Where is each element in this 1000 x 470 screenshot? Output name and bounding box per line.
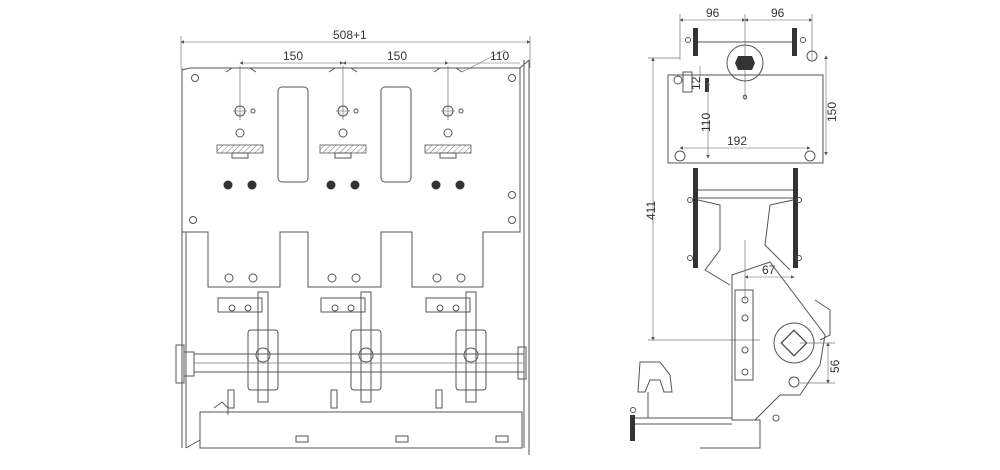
side-view: 96 96 12 110 xyxy=(630,6,842,449)
offset-label: 67 xyxy=(762,263,776,277)
overall-height-label: 411 xyxy=(644,201,658,220)
main-shaft xyxy=(175,344,527,384)
slot-left xyxy=(277,86,309,183)
edge-offset-label: 110 xyxy=(490,49,509,63)
front-main-plate xyxy=(181,67,521,288)
dim-overall-height: 411 xyxy=(644,57,760,341)
right-height-label: 150 xyxy=(825,102,839,122)
pole-spacing-right-label: 150 xyxy=(387,49,407,63)
height-small-label: 12 xyxy=(689,76,703,90)
side-lower-mechanism xyxy=(731,261,831,422)
side-rails xyxy=(687,168,802,286)
pole-3 xyxy=(424,66,487,409)
dim-overall-width: 508+1 xyxy=(180,28,531,68)
bottom-height-label: 56 xyxy=(828,359,842,373)
dim-bottom-height: 56 xyxy=(800,342,842,384)
dim-top-widths: 96 96 xyxy=(679,6,813,100)
pole-spacing-left-label: 150 xyxy=(283,49,303,63)
dim-plate: 12 110 150 192 xyxy=(679,55,839,159)
side-top-bracket xyxy=(685,28,806,82)
slot-right xyxy=(380,86,412,183)
side-base-lever xyxy=(630,361,761,449)
plate-width-label: 192 xyxy=(727,134,747,148)
front-view: 508+1 150 150 110 xyxy=(175,28,531,455)
top-left-width-label: 96 xyxy=(706,6,720,20)
overall-width-label: 508+1 xyxy=(333,28,367,42)
mounting-holes xyxy=(189,74,516,224)
top-right-width-label: 96 xyxy=(771,6,785,20)
pole-2 xyxy=(319,66,382,409)
pole-1 xyxy=(216,66,279,409)
dim-pole-spacing: 150 150 110 xyxy=(239,49,520,73)
plate-height-label: 110 xyxy=(699,113,713,132)
front-base xyxy=(185,401,523,449)
